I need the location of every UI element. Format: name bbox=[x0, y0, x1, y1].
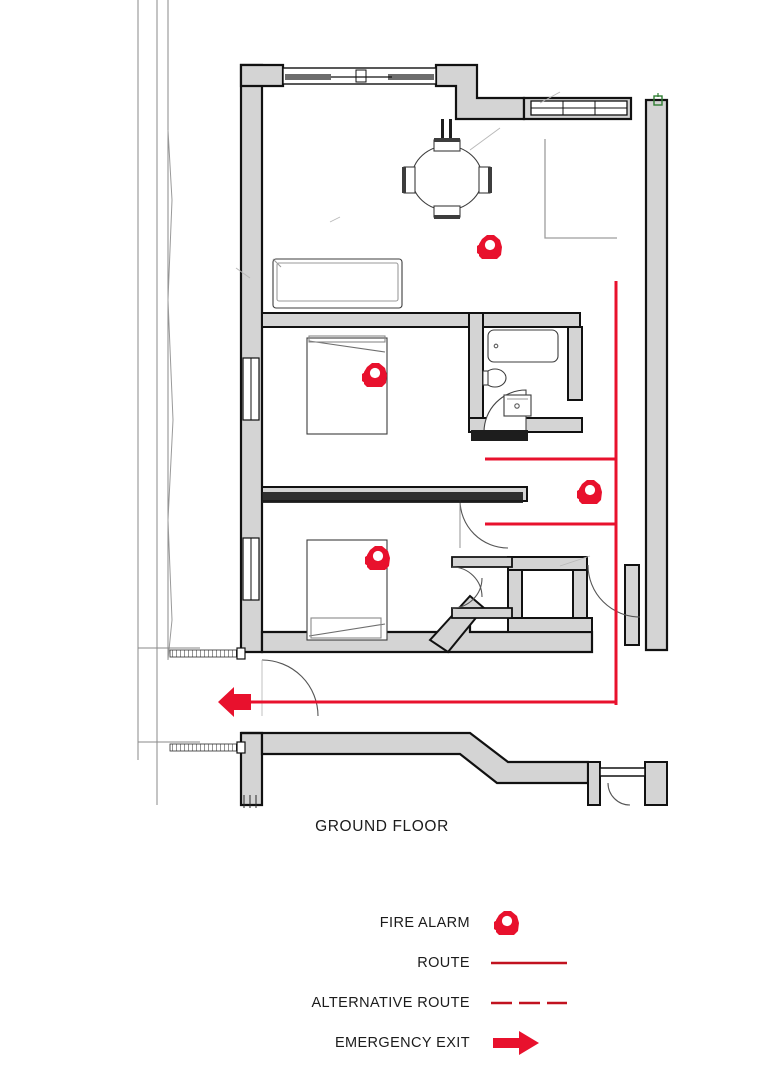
toilet-cistern bbox=[482, 370, 489, 386]
wall-porch-pier-b bbox=[644, 761, 668, 806]
partition-bedroom-threshold bbox=[262, 492, 523, 503]
arrow-right-icon bbox=[493, 1031, 539, 1055]
wall-closet-north bbox=[451, 556, 513, 568]
external-steps bbox=[169, 647, 257, 808]
partition-bathroom-threshold bbox=[471, 430, 528, 441]
legend-item-fire-alarm: FIRE ALARM bbox=[250, 905, 580, 941]
site-boundary-lines bbox=[137, 0, 200, 805]
window-living-sash-b bbox=[388, 74, 434, 80]
wall-porch-north-angled bbox=[241, 731, 590, 785]
fire-alarm-icon-hall bbox=[577, 480, 602, 504]
fire-alarm-icon bbox=[494, 911, 519, 935]
step-lower bbox=[169, 743, 243, 752]
wall-bathroom-west bbox=[468, 312, 484, 433]
legend-symbol-emergency-exit bbox=[490, 1026, 580, 1060]
wall-bathroom-north bbox=[480, 312, 581, 328]
bed-lower-footboard bbox=[310, 617, 382, 639]
legend-item-route: ROUTE bbox=[250, 945, 580, 981]
wall-wc-north bbox=[507, 556, 588, 571]
wall-north-left-pier bbox=[239, 63, 285, 88]
legend-label-route: ROUTE bbox=[417, 955, 470, 971]
legend-label-fire-alarm: FIRE ALARM bbox=[379, 915, 470, 931]
dining-table bbox=[411, 145, 483, 211]
legend: FIRE ALARM ROUTE ALTERNATIVE ROUTE bbox=[250, 905, 580, 1065]
legend-symbol-route bbox=[490, 946, 580, 980]
bathtub-drain bbox=[493, 343, 499, 349]
page-title: GROUND FLOOR bbox=[315, 818, 449, 835]
fire-alarm-icon-living-room bbox=[477, 235, 502, 259]
wall-hall-east-stub bbox=[624, 564, 640, 646]
wall-east-outer bbox=[644, 98, 669, 652]
step-upper bbox=[169, 649, 243, 658]
washbasin bbox=[503, 394, 532, 417]
emergency-exit-arrow-icon bbox=[218, 687, 251, 717]
wall-living-bedroom-divider bbox=[261, 312, 482, 328]
porch-opening bbox=[599, 767, 646, 777]
survey-marker-icon bbox=[653, 93, 663, 106]
legend-symbol-fire-alarm bbox=[490, 906, 580, 940]
wall-wc-south bbox=[507, 617, 593, 633]
legend-label-emergency-exit: EMERGENCY EXIT bbox=[334, 1035, 470, 1051]
solid-line-icon bbox=[491, 961, 567, 965]
washbasin-drain bbox=[514, 403, 520, 409]
window-living-sash-a bbox=[285, 74, 331, 80]
wall-bathroom-east bbox=[567, 326, 583, 401]
wall-porch-pier-a bbox=[587, 761, 601, 806]
wall-closet-south bbox=[451, 607, 513, 619]
windows bbox=[242, 67, 628, 601]
legend-label-alternative-route: ALTERNATIVE ROUTE bbox=[311, 995, 470, 1011]
bed-upper-pillow bbox=[308, 335, 386, 343]
legend-symbol-alternative-route bbox=[490, 986, 580, 1020]
legend-item-emergency-exit: EMERGENCY EXIT bbox=[250, 1025, 580, 1061]
dashed-line-icon bbox=[491, 1001, 567, 1005]
escape-route-lines bbox=[250, 281, 618, 705]
annotation-ticks bbox=[235, 91, 591, 567]
kitchen-counter bbox=[544, 139, 617, 239]
wall-north-right-step bbox=[434, 63, 526, 121]
bathtub bbox=[487, 329, 559, 363]
legend-item-alternative-route: ALTERNATIVE ROUTE bbox=[250, 985, 580, 1021]
